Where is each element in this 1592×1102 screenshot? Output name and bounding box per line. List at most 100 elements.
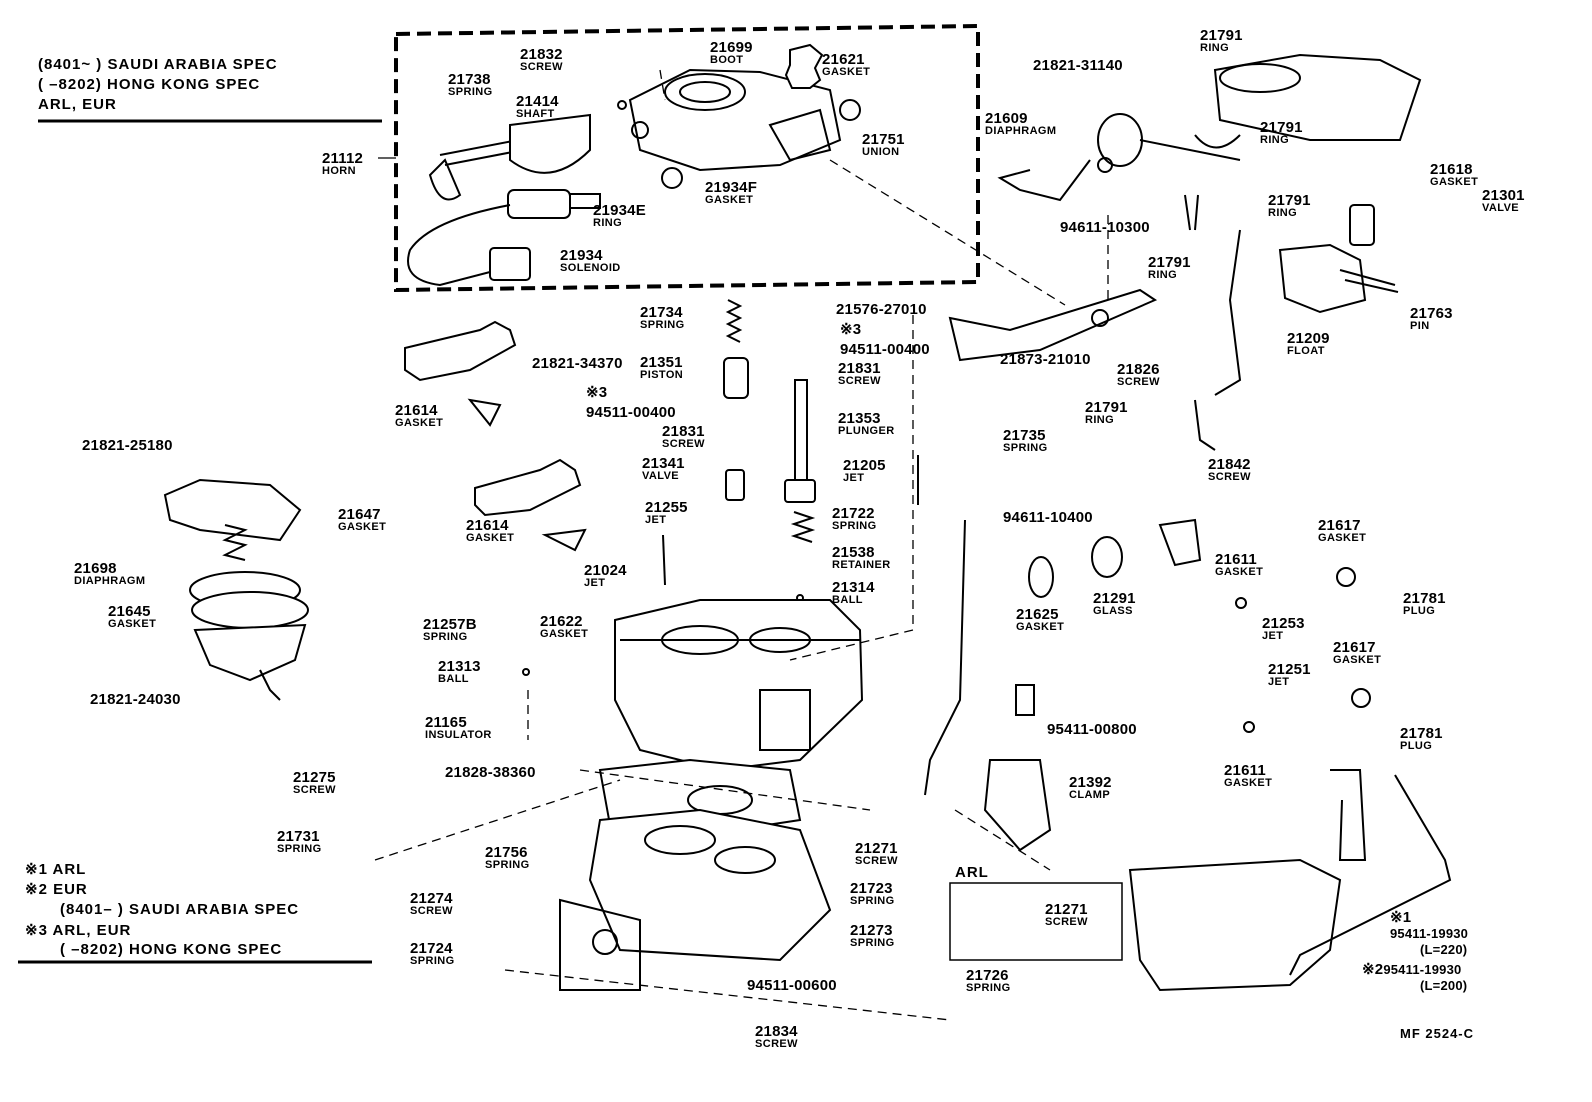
piston-column (522, 299, 919, 676)
part-label-94511-00400-a: 94511-00400 (840, 341, 930, 358)
solenoid-part (407, 189, 601, 287)
part-label-95411-19930-2: ※295411-19930(L=200) (1362, 961, 1468, 993)
arl-box (949, 882, 1123, 961)
spec-note-1: (8401~ ) SAUDI ARABIA SPEC (38, 56, 278, 73)
spec-note-3: ARL, EUR (38, 96, 117, 113)
legend-item-2-sub: (8401– ) SAUDI ARABIA SPEC (60, 901, 300, 918)
part-label-21873-21010: 21873-21010 (1000, 351, 1091, 368)
arl-box-title: ARL (955, 864, 989, 881)
group-enclosure (394, 23, 980, 293)
part-label-21821-25180: 21821-25180 (82, 437, 173, 454)
link-arm (948, 288, 1158, 362)
carburetor-top-body (628, 68, 842, 172)
clamp-part (983, 759, 1052, 852)
part-label-94511-00600: 94511-00600 (747, 977, 837, 994)
link-rod (1214, 229, 1242, 396)
part-label-21828-38360: 21828-38360 (445, 764, 536, 781)
part-label-21821-31140: 21821-31140 (1033, 57, 1123, 74)
legend-item-1: ※1 ARL (25, 861, 87, 878)
fuel-hose (1289, 774, 1452, 976)
part-label-21821-24030: 21821-24030 (90, 691, 181, 708)
mark3-b: ※3 (586, 384, 608, 401)
boot-part (617, 43, 861, 189)
legend-item-2: ※2 EUR (25, 881, 88, 898)
accelerator-pump (404, 320, 587, 552)
gasket-plate (1158, 518, 1202, 567)
legend-item-3-sub: ( –8202) HONG KONG SPEC (60, 941, 283, 958)
cover-part (1128, 858, 1342, 992)
horn-part (428, 113, 591, 201)
throttle-body (559, 808, 832, 991)
carburetor-main-body (614, 599, 864, 772)
diagram-code: MF 2524-C (1400, 1026, 1475, 1041)
mark3-a: ※3 (840, 321, 862, 338)
part-label-94611-10400: 94611-10400 (1003, 509, 1093, 526)
part-label-94611-10300: 94611-10300 (1060, 219, 1150, 236)
gasket-21625 (1028, 556, 1054, 598)
bracket (1330, 769, 1367, 861)
legend-item-3: ※3 ARL, EUR (25, 922, 132, 939)
part-label-21821-34370: 21821-34370 (532, 355, 623, 372)
choke-assembly (997, 53, 1422, 231)
power-diaphragm (163, 478, 309, 701)
part-label-95411-00800: 95411-00800 (1047, 721, 1137, 738)
glass-21291 (1091, 536, 1123, 578)
